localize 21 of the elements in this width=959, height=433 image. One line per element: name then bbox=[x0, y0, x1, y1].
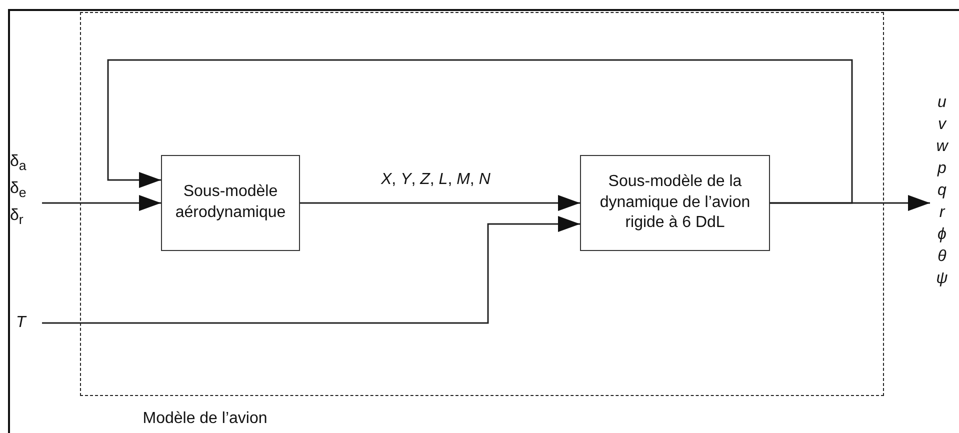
signal-label: θ bbox=[936, 247, 948, 267]
edge-label: X, Y, Z, L, M, N bbox=[378, 171, 494, 189]
signal-label: T bbox=[16, 313, 28, 333]
signal-label: w bbox=[935, 137, 950, 157]
arrow bbox=[42, 216, 580, 324]
signal-label: p bbox=[936, 159, 948, 179]
signal-label: ϕ bbox=[936, 225, 948, 245]
arrow bbox=[107, 59, 853, 204]
signal-label: δ$_{e}$ bbox=[10, 179, 28, 202]
arrow bbox=[42, 195, 161, 211]
signal-label: q bbox=[936, 181, 948, 201]
signal-label: δ$_{r}$ bbox=[10, 206, 24, 230]
signal-label: u bbox=[936, 93, 948, 113]
boundary-heading: Modèle de l’avion bbox=[142, 410, 268, 428]
submodel-block: Sous-modèle de la dynamique de l’avion rigide à 6 DdL bbox=[580, 155, 770, 251]
signal-label: v bbox=[937, 115, 948, 135]
arrow bbox=[300, 195, 580, 211]
signal-label: ψ bbox=[935, 269, 949, 289]
signal-label: δ$_{a}$ bbox=[10, 152, 28, 176]
submodel-block: Sous-modèle aérodynamique bbox=[161, 155, 300, 251]
signal-label: r bbox=[938, 203, 946, 223]
